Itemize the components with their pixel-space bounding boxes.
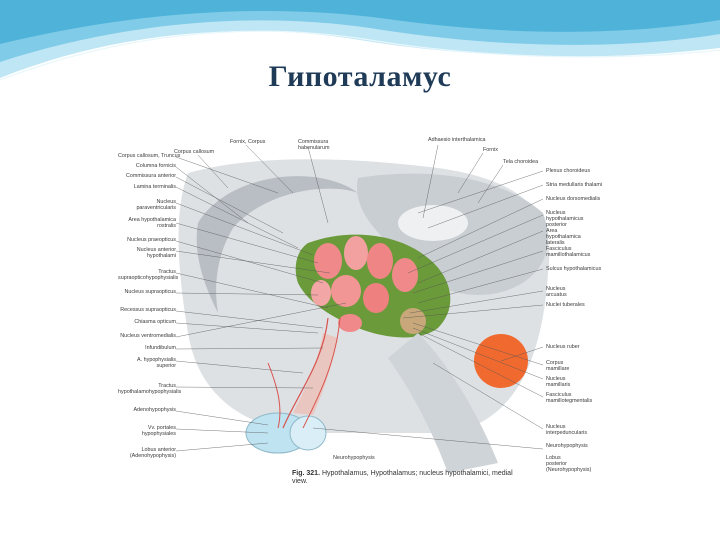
- hypothalamus-illustration: Fornix, Corpus Commissura habenularum Ad…: [118, 133, 602, 513]
- label-left-9: Nucleus supraopticus: [124, 289, 176, 295]
- label-right-11: Nucleus mamillaris: [546, 376, 571, 388]
- label-bottom: Neurohypophysis: [333, 455, 375, 461]
- label-right-2: Nucleus dorsomedialis: [546, 196, 601, 202]
- caption-number: Fig. 321.: [292, 470, 321, 477]
- label-right-8: Nuclei tuberales: [546, 302, 585, 308]
- header-wave-decoration: [0, 0, 720, 81]
- label-top-1: Commissura habenularum: [298, 139, 330, 151]
- label-left-2: Commissura anterior: [125, 173, 176, 179]
- label-left-3: Lamina terminalis: [133, 184, 176, 190]
- label-left-5: Area hypothalamica rostralis: [128, 217, 176, 229]
- label-right-4: Area hypothalamica lateralis: [546, 228, 581, 246]
- label-left-6: Nucleus praeopticus: [127, 237, 176, 243]
- label-left-1: Columna fornicis: [135, 163, 176, 169]
- label-left-14: A. hypophysialis superior: [137, 357, 176, 369]
- label-left-8: Tractus supraopticohypophysialis: [118, 269, 179, 281]
- label-right-3: Nucleus hypothalamicus posterior: [546, 210, 584, 228]
- label-top-0: Fornix, Corpus: [230, 139, 266, 145]
- label-left-13: Infundibulum: [145, 345, 176, 351]
- label-left-17: Vv. portales hypophysiales: [141, 425, 176, 437]
- label-right-15: Lobus posterior (Neurohypophysis): [546, 455, 592, 473]
- label-top-2: Adhaesio interthalamica: [428, 137, 486, 143]
- label-left-18: Lobus anterior (Adenohypophysis): [129, 447, 176, 459]
- label-left-15: Tractus hypothalamohypophysialis: [118, 383, 182, 395]
- label-right-13: Nucleus interpeduncularis: [546, 424, 588, 436]
- label-left-11: Chiasma opticum: [134, 319, 176, 325]
- label-top-4: Tela choroidea: [503, 159, 539, 165]
- label-right-5: Fasciculus mamillothalamicus: [546, 246, 591, 258]
- slide-title: Гипоталамус: [268, 60, 452, 93]
- label-left-4: Nucleus paraventricularis: [136, 199, 176, 211]
- caption-text: Hypothalamus, Hypothalamus; nucleus hypo…: [292, 470, 513, 485]
- figure-caption: Fig. 321. Hypothalamus, Hypothalamus; nu…: [292, 470, 522, 486]
- label-right-0: Plexus choroideus: [546, 168, 591, 174]
- anatomy-drawing: [118, 133, 583, 513]
- label-left-16: Adenohypophysis: [133, 407, 176, 413]
- label-left-7: Nucleus anterior hypothalami: [136, 247, 176, 259]
- label-right-9: Nucleus ruber: [546, 344, 580, 350]
- label-right-7: Nucleus arcuatus: [546, 286, 567, 298]
- label-right-10: Corpus mamillare: [546, 360, 570, 372]
- label-left-10: Recessus supraopticus: [120, 307, 176, 313]
- label-right-12: Fasciculus mamillotegmentalis: [546, 392, 593, 404]
- label-left-12: Nucleus ventromedialis: [120, 333, 176, 339]
- label-left-0: Corpus callosum, Truncus: [118, 153, 181, 159]
- label-right-14: Neurohypophysis: [546, 443, 588, 449]
- label-right-1: Stria medullaris thalami: [546, 182, 603, 188]
- label-right-6: Sulcus hypothalamicus: [546, 266, 602, 272]
- label-top-5: Corpus callosum: [174, 149, 215, 155]
- label-top-3: Fornix: [483, 147, 498, 153]
